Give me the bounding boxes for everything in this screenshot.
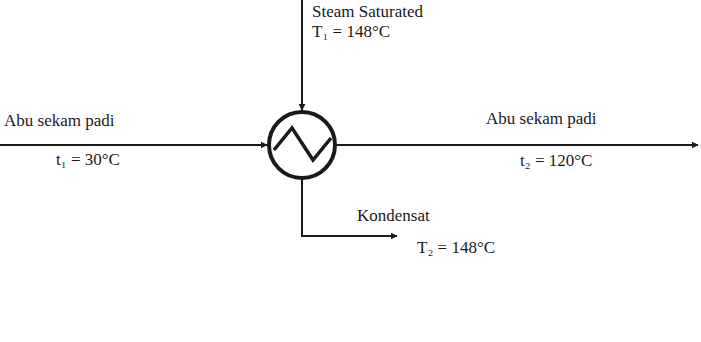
heat-exchanger-coil — [274, 128, 331, 160]
temperature-label: T₂ = 148°C — [417, 238, 495, 258]
stream-name: Steam Saturated — [312, 2, 423, 22]
stream-name: Kondensat — [357, 206, 430, 226]
feed-inlet-line — [0, 144, 267, 146]
stream-name: Abu sekam padi — [4, 111, 114, 131]
product-outlet-line — [336, 144, 698, 146]
heat-exchanger-symbol — [269, 112, 335, 178]
stream-name: Abu sekam padi — [486, 109, 596, 129]
temperature-label: t₁ = 30°C — [56, 150, 120, 170]
temperature-label: T₁ = 148°C — [312, 22, 390, 42]
temperature-label: t₂ = 120°C — [520, 151, 592, 171]
steam-inlet-line — [301, 0, 303, 110]
